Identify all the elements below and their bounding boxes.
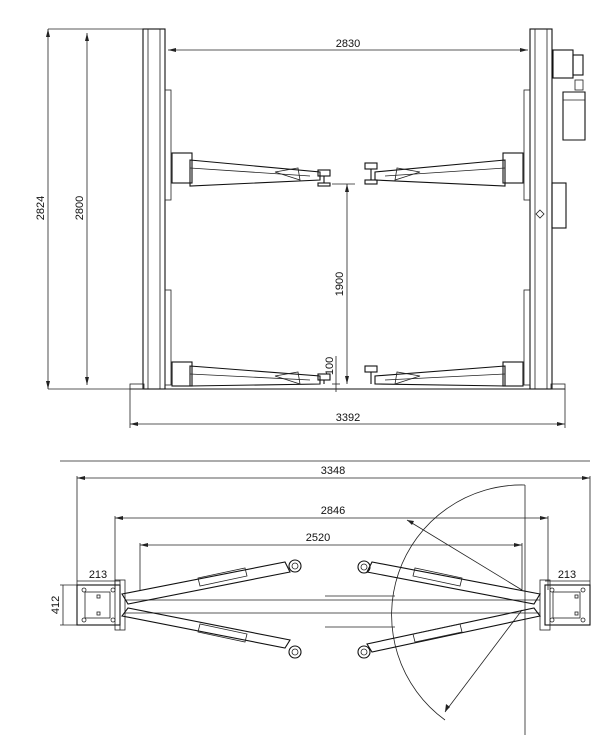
- dim-213-right-label: 213: [558, 569, 576, 581]
- dim-2846-label: 2846: [321, 505, 345, 517]
- dim-3348-label: 3348: [321, 465, 345, 477]
- left-post-plate: [76, 579, 126, 631]
- dim-left-post: 213: [77, 569, 120, 582]
- lower-arms: [171, 361, 524, 387]
- dim-1900-label: 1900: [334, 272, 346, 296]
- dim-post-depth: 412: [50, 584, 77, 626]
- base-plate: [129, 383, 566, 390]
- dim-inner-width: 2830: [168, 38, 528, 52]
- dim-213-left-label: 213: [89, 569, 107, 581]
- top-view: 3348 2846 2520: [50, 460, 591, 735]
- dim-total-height: 2824: [35, 28, 143, 390]
- dim-2520-label: 2520: [306, 532, 330, 544]
- right-post-plate: [539, 579, 591, 631]
- left-column: [142, 28, 172, 390]
- dim-min-height: 100: [324, 356, 340, 392]
- floor-plate: [125, 595, 540, 628]
- dim-100-label: 100: [324, 357, 336, 375]
- dim-right-post: 213: [545, 569, 590, 582]
- arm-swing-arc: [391, 484, 526, 735]
- power-unit: [535, 49, 586, 229]
- upper-arms: [171, 152, 524, 187]
- right-column: [523, 28, 586, 390]
- dim-arm-clearance: 1900: [332, 183, 355, 384]
- left-arms: [121, 559, 302, 659]
- dim-overall-width: 3348: [76, 465, 591, 590]
- dim-2824-label: 2824: [35, 196, 47, 220]
- right-arms: [357, 560, 541, 659]
- dim-post-spacing: 2846: [114, 505, 549, 590]
- dim-2800-label: 2800: [74, 196, 86, 220]
- front-view: 2830 2824 2800 1900: [35, 28, 586, 428]
- dim-arm-span: 2520: [139, 532, 523, 590]
- dim-2830-label: 2830: [336, 38, 360, 50]
- dim-base-width: 3392: [129, 389, 566, 428]
- dim-412-label: 412: [50, 596, 62, 614]
- dim-column-height: 2800: [74, 33, 89, 385]
- dim-3392-label: 3392: [336, 412, 360, 424]
